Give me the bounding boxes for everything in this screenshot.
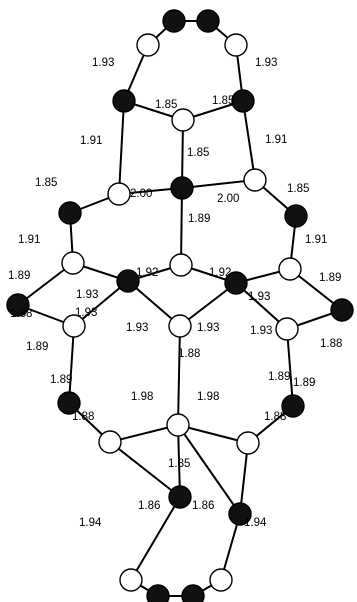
bond-h2-i2 [177, 424, 241, 515]
bond-length-label: 1.93 [76, 289, 98, 301]
bond-length-label: 1.93 [197, 322, 219, 334]
bond-length-label: 1.91 [18, 234, 40, 246]
bond-e3-f1 [68, 325, 75, 404]
bond-length-label: 1.98 [131, 391, 153, 403]
black-atom-t2 [162, 9, 186, 33]
bond-h2-g3b [177, 424, 249, 444]
black-atom-c1 [58, 201, 82, 225]
bond-g3-h2 [177, 325, 181, 426]
bond-length-label: 1.89 [293, 377, 315, 389]
white-atom-b3 [243, 168, 267, 192]
bond-length-labels-layer: 1.93 1.93 1.85 1.85 1.91 1.85 1.91 2.00 2.00 1.85… [8, 57, 342, 529]
bond-length-label: 1.93 [250, 325, 272, 337]
black-atom-i2 [228, 502, 252, 526]
bond-length-label: 1.91 [80, 135, 102, 147]
white-atom-d1 [61, 251, 85, 275]
bond-a3-b3 [242, 100, 256, 181]
bond-length-label: 1.85 [287, 183, 309, 195]
bond-length-label: 1.85 [187, 147, 209, 159]
bond-length-label: 1.86 [138, 500, 160, 512]
black-atom-b2 [170, 176, 194, 200]
bond-length-label: 1.94 [244, 517, 267, 529]
white-atom-e3 [62, 314, 86, 338]
black-atom-t3 [196, 9, 220, 33]
black-atom-i1 [168, 485, 192, 509]
white-atom-j4 [209, 568, 233, 592]
bond-length-label: 1.86 [192, 500, 214, 512]
bond-length-label: 1.94 [79, 517, 102, 529]
black-atom-j3 [181, 584, 205, 602]
bond-length-label: 1.91 [305, 234, 327, 246]
bond-length-label: 1.85 [155, 99, 177, 111]
bond-length-label: 1.89 [26, 341, 48, 353]
white-atom-e5 [275, 317, 299, 341]
bond-g1-i1 [109, 441, 181, 498]
bond-e5-f2 [286, 328, 294, 407]
bond-length-label: 1.88 [320, 338, 342, 350]
white-atom-d2 [169, 253, 193, 277]
black-atom-a1 [112, 89, 136, 113]
atoms-layer [6, 9, 354, 602]
black-atom-j2 [146, 584, 170, 602]
black-atom-e1 [6, 293, 30, 317]
bond-length-label: 1.89 [8, 270, 30, 282]
white-atom-a2 [171, 108, 195, 132]
bond-length-label: 1.92 [209, 267, 231, 279]
white-atom-d3 [278, 257, 302, 281]
black-atom-e6 [330, 298, 354, 322]
white-atom-t1 [136, 33, 160, 57]
bond-length-label: 1.93 [248, 291, 270, 303]
black-atom-e4 [224, 271, 248, 295]
bonds-layer [17, 20, 343, 597]
black-atom-e2 [116, 269, 140, 293]
bond-i1-j1 [130, 496, 181, 581]
bond-g3b-i2 [239, 442, 249, 515]
bond-length-label: 1.88 [178, 348, 200, 360]
bond-length-label: 1.93 [126, 322, 148, 334]
bond-length-label: 1.98 [197, 391, 219, 403]
bond-length-label: 1.93 [75, 307, 97, 319]
black-atom-f1 [57, 391, 81, 415]
bond-g3-e4 [179, 282, 237, 327]
bond-b2-d2 [180, 187, 183, 266]
black-atom-c2 [284, 204, 308, 228]
white-atom-g3b [236, 431, 260, 455]
bond-length-label: 2.00 [130, 188, 152, 200]
black-atom-f2 [281, 394, 305, 418]
white-atom-g1 [98, 430, 122, 454]
bond-length-label: 1.89 [268, 371, 290, 383]
white-atom-j1 [119, 568, 143, 592]
bond-length-label: 1.88 [10, 308, 32, 320]
bond-length-label: 1.91 [265, 134, 287, 146]
bond-length-label: 1.88 [264, 411, 286, 423]
bond-length-label: 1.89 [50, 374, 72, 386]
bond-length-label: 1.85 [168, 458, 190, 470]
white-atom-b1 [107, 182, 131, 206]
white-atom-t4 [224, 33, 248, 57]
bond-length-label: 1.93 [255, 57, 277, 69]
bond-h2-i1 [177, 424, 181, 498]
bond-length-label: 1.89 [188, 213, 210, 225]
bond-b2-b3 [181, 179, 256, 189]
bond-length-label: 1.88 [72, 411, 94, 423]
black-atom-a3 [231, 89, 255, 113]
bond-length-label: 1.92 [136, 267, 158, 279]
bond-length-label: 1.85 [35, 177, 57, 189]
bond-length-label: 2.00 [217, 193, 239, 205]
bond-length-label: 1.85 [212, 95, 234, 107]
bond-a1-b1 [118, 100, 125, 195]
white-atom-h2 [166, 413, 190, 437]
white-atom-g3 [168, 314, 192, 338]
bond-length-label: 1.93 [92, 57, 114, 69]
bond-length-label: 1.89 [319, 272, 341, 284]
bond-e3-e2 [73, 280, 129, 327]
